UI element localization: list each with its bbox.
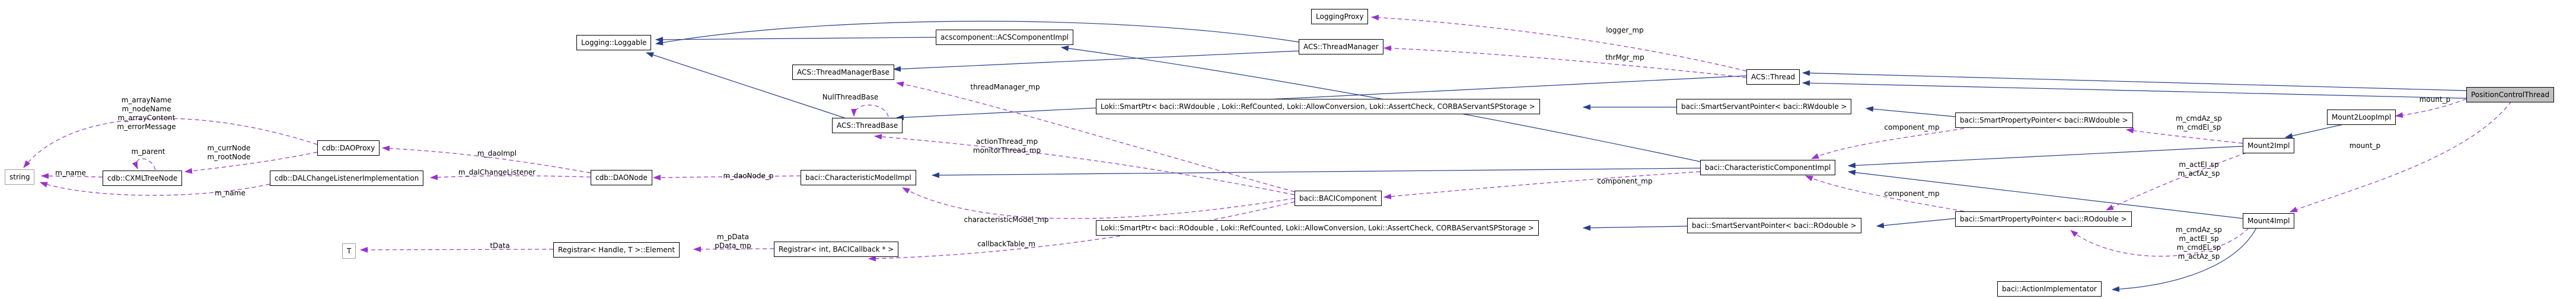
node-loggable[interactable]: Logging::Loggable: [576, 35, 652, 50]
node-threadmanagerbase[interactable]: ACS::ThreadManagerBase: [792, 65, 894, 80]
edge-label-mount-p-1: mount_p: [2419, 95, 2451, 104]
node-string[interactable]: string: [5, 169, 35, 185]
edge-label-characteristicmodel-mp: characteristicModel_mp: [964, 216, 1049, 224]
node-mount2loopimpl[interactable]: Mount2LoopImpl: [2327, 110, 2396, 125]
usage-edges: [23, 14, 2512, 262]
node-cxmltreenode[interactable]: cdb::CXMLTreeNode: [103, 171, 183, 186]
edge-label-threadmanager-mp: threadManager_mp: [970, 83, 1040, 91]
node-t[interactable]: T: [342, 243, 356, 259]
edge-label-mount-p-2: mount_p: [2349, 142, 2381, 150]
edge-label-component-mp-1: component_mp: [1597, 177, 1653, 185]
edge-label-m-cmdaz-sp: m_cmdAz_sp m_cmdEl_sp: [2176, 114, 2222, 131]
edge-label-thrmgr-mp: thrMgr_mp: [1605, 53, 1644, 62]
edge-label-string-members: m_arrayName m_nodeName m_arrayContent m_…: [117, 96, 176, 131]
node-smartpropertypointer-rodouble[interactable]: baci::SmartPropertyPointer< baci::ROdoub…: [1955, 211, 2132, 227]
node-loki-smartptr-rwdouble[interactable]: Loki::SmartPtr< baci::RWdouble , Loki::R…: [1096, 99, 1540, 114]
edge-label-m-daonode-p: m_daoNode_p: [723, 172, 774, 180]
node-smartservantpointer-rwdouble[interactable]: baci::SmartServantPointer< baci::RWdoubl…: [1676, 99, 1852, 114]
node-registrar-element[interactable]: Registrar< Handle, T >::Element: [553, 242, 680, 258]
node-actionimplementator[interactable]: baci::ActionImplementator: [1997, 281, 2102, 297]
node-acs-thread[interactable]: ACS::Thread: [1746, 69, 1800, 85]
node-characteristiccomponentimpl[interactable]: baci::CharacteristicComponentImpl: [1700, 160, 1836, 175]
edge-label-component-mp-3: component_mp: [1884, 189, 1940, 198]
edge-label-mount4-props: m_cmdAz_sp m_actEl_sp m_cmdEl_sp m_actAz…: [2176, 226, 2222, 261]
node-threadmanager[interactable]: ACS::ThreadManager: [1299, 39, 1383, 54]
node-loggingproxy[interactable]: LoggingProxy: [1311, 9, 1369, 24]
edge-label-tdata: tData: [490, 242, 510, 250]
node-smartpropertypointer-rwdouble[interactable]: baci::SmartPropertyPointer< baci::RWdoub…: [1955, 112, 2133, 128]
edge-label-m-pdata: m_pData pData_mp: [715, 233, 751, 250]
node-smartservantpointer-rodouble[interactable]: baci::SmartServantPointer< baci::ROdoubl…: [1687, 218, 1861, 233]
edge-label-m-currnode-rootnode: m_currNode m_rootNode: [207, 144, 251, 161]
node-acscomponentimpl[interactable]: acscomponent::ACSComponentImpl: [936, 30, 1074, 45]
node-registrar-bacicallback[interactable]: Registrar< int, BACICallback * >: [774, 242, 899, 257]
edge-label-actionthread-mp: actionThread_mp monitorThread_mp: [973, 137, 1041, 155]
node-dalchangelistenerimplementation[interactable]: cdb::DALChangeListenerImplementation: [270, 171, 424, 186]
node-daoproxy[interactable]: cdb::DAOProxy: [317, 140, 380, 156]
node-bacicomponent[interactable]: baci::BACIComponent: [1295, 191, 1382, 206]
node-threadbase[interactable]: ACS::ThreadBase: [832, 118, 903, 133]
edge-label-callbacktable-m: callbackTable_m: [977, 240, 1035, 248]
node-positioncontrolthread[interactable]: PositionControlThread: [2466, 87, 2555, 102]
edge-label-m-name-2: m_name: [215, 189, 246, 197]
edge-label-m-dalchangelistener: m_dalChangeListener: [458, 168, 536, 176]
edge-label-logger-mp: logger_mp: [1606, 26, 1644, 34]
node-daonode[interactable]: cdb::DAONode: [591, 170, 652, 185]
node-loki-smartptr-rodouble[interactable]: Loki::SmartPtr< baci::ROdouble , Loki::R…: [1096, 220, 1539, 236]
inheritance-edges: [645, 21, 2467, 292]
edge-label-m-daoimpl: m_daoImpl: [477, 149, 517, 157]
node-characteristicmodelimpl[interactable]: baci::CharacteristicModelImpl: [801, 170, 916, 185]
node-mount4impl[interactable]: Mount4Impl: [2243, 213, 2295, 229]
edge-label-m-parent: m_parent: [131, 147, 165, 156]
edge-label-m-actel-sp: m_actEl_sp m_actAz_sp: [2178, 160, 2220, 178]
edge-label-nullthreadbase: NullThreadBase: [822, 93, 879, 101]
edge-label-m-name-1: m_name: [55, 169, 86, 177]
edge-label-component-mp-2: component_mp: [1884, 123, 1940, 131]
node-mount2impl[interactable]: Mount2Impl: [2243, 138, 2295, 153]
